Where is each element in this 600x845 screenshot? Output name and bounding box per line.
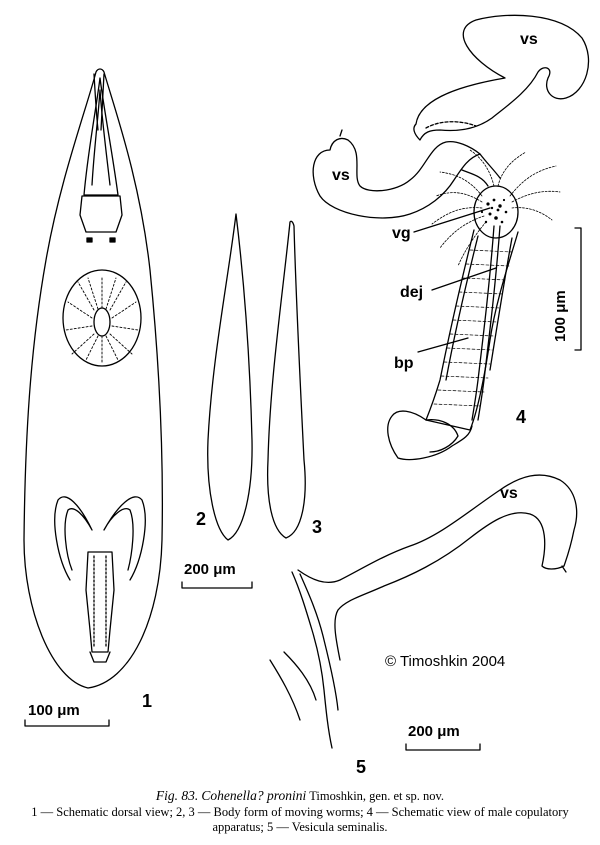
label-arrow-vg (413, 207, 491, 233)
vesicula-left (54, 496, 93, 581)
vesicula-top-junction (425, 121, 477, 129)
pharynx-inner (91, 89, 111, 186)
bulb-outer (425, 229, 519, 431)
copulatory-duct (93, 555, 107, 649)
brain-radial-strokes (65, 275, 139, 363)
panel-number-2: 2 (196, 509, 207, 529)
ejaculatory-duct (471, 225, 501, 421)
pharynx-bulb (79, 195, 123, 233)
vesicula-neck (461, 153, 501, 187)
worm-body-outline (23, 68, 164, 689)
vesicula-right (103, 496, 146, 581)
panel-5-drawing (269, 474, 578, 751)
panel-2-drawing (207, 213, 253, 541)
panel-number-1: 1 (142, 691, 153, 711)
label-bp: bp (394, 355, 414, 372)
caption-legend: 1 — Schematic dorsal view; 2, 3 — Body f… (31, 805, 569, 834)
copulatory-bulb (85, 551, 115, 653)
vesicula-top (413, 14, 590, 141)
label-vs-5: vs (500, 485, 518, 502)
vesicula-tip-mark (561, 565, 567, 573)
eye-left (86, 237, 93, 243)
label-vs-left: vs (332, 167, 350, 184)
copyright-notice: © Timoshkin 2004 (385, 653, 506, 670)
vesicula-left-tip (339, 129, 343, 137)
caption-species: Cohenella? pronini (201, 788, 307, 803)
panel-number-4: 4 (516, 407, 527, 427)
figure-caption: Fig. 83. Cohenella? pronini Timoshkin, g… (8, 788, 592, 835)
copulatory-tip (89, 651, 111, 663)
figure-plate (23, 14, 590, 751)
panel-3-drawing (181, 220, 306, 589)
prostatic-glands (431, 149, 561, 267)
label-dej: dej (400, 284, 424, 301)
label-vg: vg (392, 225, 411, 242)
granular-dots (480, 198, 508, 224)
bulb-wall (445, 235, 513, 381)
scale-bar-1 (24, 719, 110, 727)
pharynx-cone (83, 77, 119, 196)
vesicula-branch (269, 651, 317, 721)
label-vs-top: vs (520, 31, 538, 48)
granular-vesicle (473, 185, 519, 239)
vesicula-duct (299, 573, 339, 711)
bulb-striations (433, 249, 513, 407)
worm-outline-2 (207, 213, 253, 541)
label-arrow-dej (431, 267, 497, 291)
scale-label-4: 100 μm (552, 290, 569, 342)
bulb-base (387, 410, 473, 461)
caption-title: Fig. 83. Cohenella? pronini Timoshkin, g… (8, 788, 592, 804)
brain-core (93, 307, 111, 337)
eye-right (109, 237, 116, 243)
panel-1-drawing (23, 68, 164, 727)
panel-4-drawing (312, 14, 590, 461)
scale-bar-5 (405, 743, 481, 751)
scale-label-3: 200 μm (184, 561, 236, 578)
caption-number: Fig. 83. (155, 788, 199, 803)
label-arrow-bp (417, 337, 469, 353)
brain-capsule (62, 269, 142, 367)
scale-label-5: 200 μm (408, 723, 460, 740)
panel-number-3: 3 (312, 517, 323, 537)
worm-outline-3 (266, 220, 306, 539)
caption-author: Timoshkin, gen. et sp. nov. (309, 789, 445, 803)
vesicula-outer (291, 474, 578, 749)
scale-label-1: 100 μm (28, 702, 80, 719)
scale-bar-3 (181, 581, 253, 589)
vesicula-left (312, 137, 481, 219)
bulb-base-lobe (425, 418, 459, 453)
scale-bar-4 (574, 227, 582, 351)
panel-number-5: 5 (356, 757, 367, 777)
